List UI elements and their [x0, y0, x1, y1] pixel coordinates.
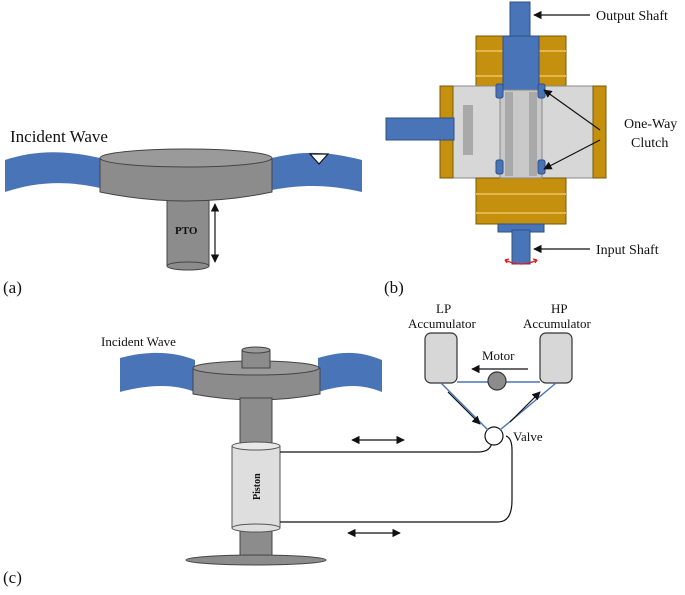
pto-cylinder [166, 195, 210, 267]
clutch-pad [537, 159, 546, 175]
motor [487, 371, 507, 391]
float-top [99, 148, 273, 168]
hp-accumulator-label: Accumulator [523, 316, 592, 331]
piston-label: Piston [252, 473, 263, 500]
base-plate [185, 554, 327, 566]
water-band-c-right [318, 352, 382, 392]
rotation-arrow-icon [504, 259, 538, 265]
hp-label: HP [551, 301, 568, 316]
hydraulic-line-bottom [280, 435, 513, 523]
valve-label: Valve [513, 429, 543, 444]
panel-b: Output Shaft One-Way Clutch Input Shaft … [384, 1, 677, 297]
clutch-label: Clutch [631, 136, 668, 151]
panel-a-tag: (a) [3, 278, 22, 297]
panel-c-tag: (c) [3, 568, 22, 587]
bottom-housing [475, 177, 567, 225]
lp-accumulator-label: Accumulator [408, 316, 477, 331]
output-shaft [509, 1, 531, 39]
water-band-a [5, 152, 100, 192]
one-way-label: One-Way [624, 117, 677, 132]
water-band-a-right [272, 152, 362, 192]
water-band-c-left [120, 352, 195, 392]
lp-accumulator [424, 332, 458, 384]
clutch-pad [537, 83, 546, 99]
input-shaft [511, 229, 531, 265]
panel-c: Incident Wave LP Accumulator HP Accumula… [3, 301, 592, 587]
clutch-pad [495, 83, 504, 99]
incident-wave-label-c: Incident Wave [101, 334, 176, 349]
central-shaft [502, 35, 540, 93]
lp-label: LP [436, 301, 451, 316]
valve [484, 426, 504, 446]
piston-cylinder [231, 445, 281, 529]
hydraulic-line-top [280, 439, 493, 453]
float-body [99, 157, 273, 202]
panel-a: Incident Wave PTO (a) [3, 127, 362, 297]
incident-wave-label-a: Incident Wave [10, 127, 108, 146]
hp-accumulator [539, 332, 573, 384]
pto-label: PTO [175, 225, 198, 237]
right-flange [592, 85, 607, 179]
clutch-pad [495, 159, 504, 175]
output-shaft-label: Output Shaft [596, 9, 668, 24]
side-shaft [385, 117, 455, 141]
water-level-icon [308, 153, 330, 165]
panel-b-tag: (b) [384, 278, 404, 297]
motor-label: Motor [482, 348, 515, 363]
input-shaft-label: Input Shaft [596, 243, 659, 258]
